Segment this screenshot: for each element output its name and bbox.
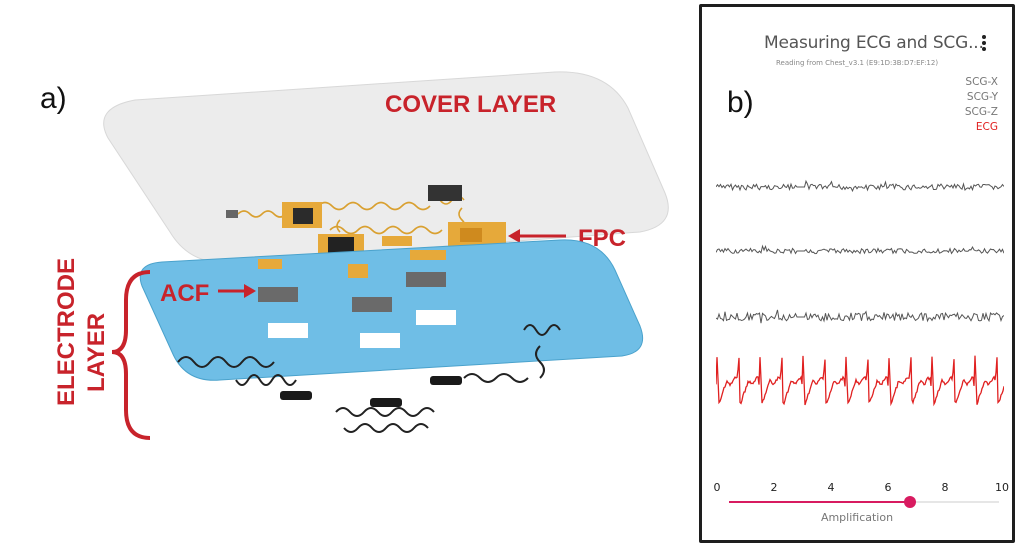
legend-ecg[interactable]: ECG	[975, 121, 998, 133]
signal-legend: SCG-X SCG-Y SCG-Z ECG	[965, 75, 998, 135]
slider-thumb[interactable]	[903, 496, 916, 508]
kebab-menu-icon[interactable]	[980, 35, 988, 55]
amp-tick: 8	[941, 481, 949, 494]
acf-pads	[258, 250, 446, 278]
panel-b-label: b)	[727, 86, 754, 119]
amp-tick: 4	[827, 481, 835, 494]
legend-scg-z[interactable]: SCG-Z	[964, 106, 998, 118]
cover-layer-sheet	[103, 71, 669, 263]
electrode-contacts-dark	[258, 272, 446, 312]
app-title: Measuring ECG and SCG...	[764, 33, 984, 53]
trace-scg-x	[716, 179, 1004, 193]
electrode-pads-black	[280, 376, 462, 407]
sensor-exploded-diagram: COVER LAYER FPC AC	[53, 71, 669, 440]
electrode-contacts-light	[268, 310, 456, 348]
cover-layer-label: COVER LAYER	[385, 91, 556, 118]
legend-scg-x[interactable]: SCG-X	[965, 76, 998, 88]
amplification-label: Amplification	[820, 511, 894, 524]
amp-tick: 2	[770, 481, 778, 494]
electrode-label: ELECTRODE	[53, 258, 80, 406]
amp-tick: 0	[713, 481, 721, 494]
slider-fill	[729, 501, 910, 503]
acf-label: ACF	[160, 280, 209, 307]
serpentine-interconnects	[177, 324, 561, 433]
trace-scg-y	[716, 244, 1004, 255]
fpc-components	[226, 185, 506, 258]
device-subtitle: Reading from Chest_v3.1 (E9:1D:3B:D7:EF:…	[776, 59, 939, 67]
layer-label: LAYER	[83, 313, 110, 392]
signal-traces	[716, 179, 1004, 407]
trace-ecg	[716, 355, 1004, 407]
electrode-brace	[111, 270, 151, 440]
amp-tick: 6	[884, 481, 892, 494]
amplification-slider[interactable]	[729, 495, 999, 509]
amp-tick: 10	[995, 481, 1009, 494]
phone-screen: Measuring ECG and SCG... Reading from Ch…	[699, 4, 1015, 543]
panel-a-label: a)	[40, 82, 67, 115]
trace-scg-z	[716, 309, 1004, 324]
legend-scg-y[interactable]: SCG-Y	[966, 91, 998, 103]
amplification-ticks: 0 2 4 6 8 10	[713, 481, 1010, 495]
